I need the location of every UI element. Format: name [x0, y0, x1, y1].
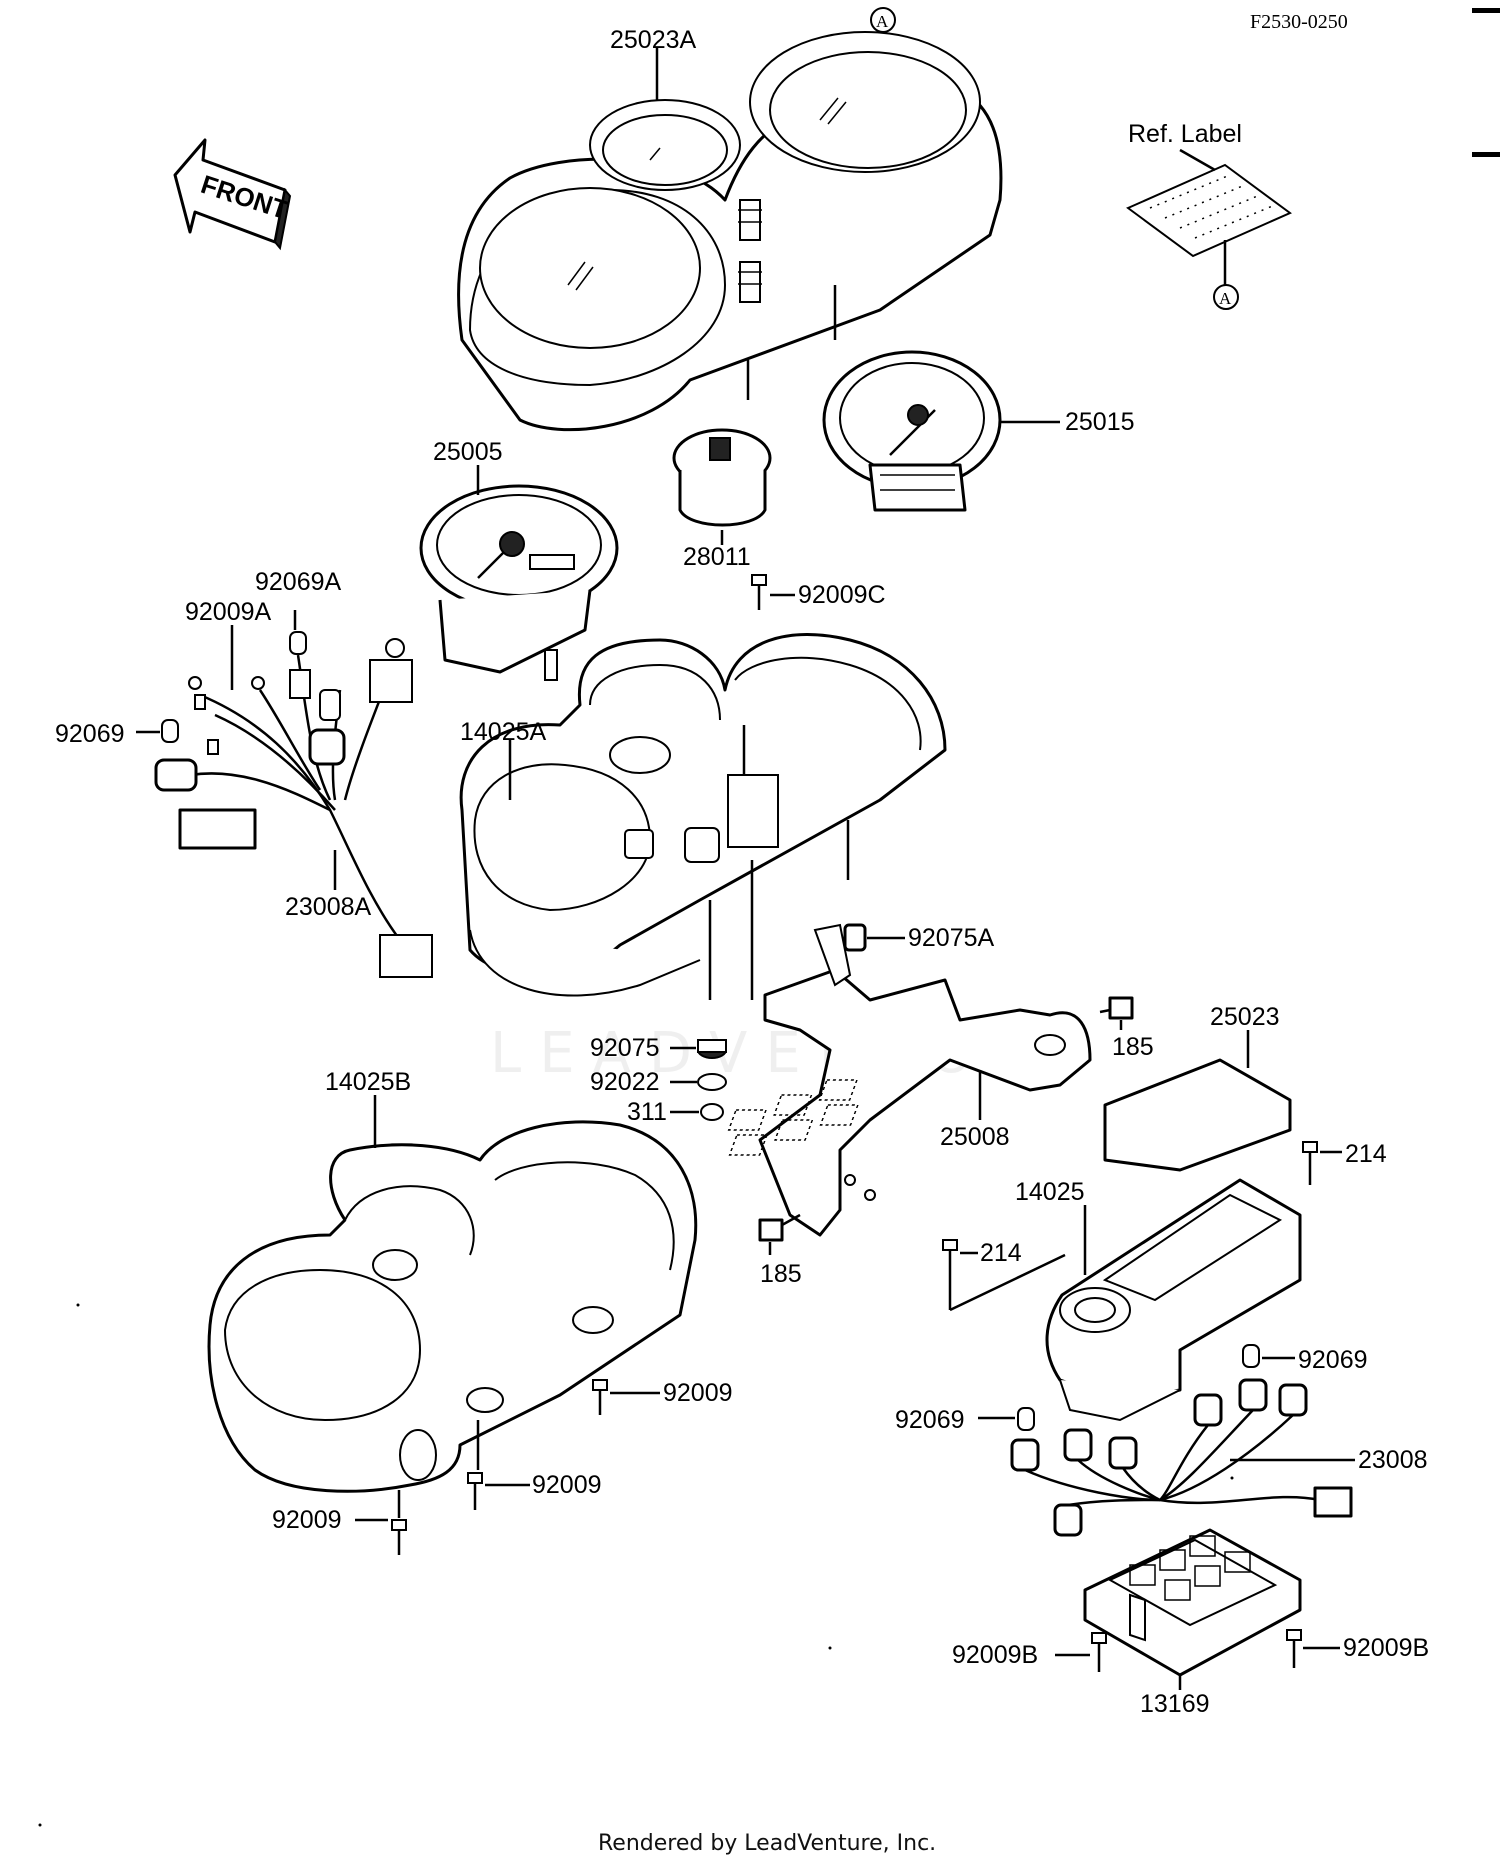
wiring-harness-23008A — [154, 631, 433, 978]
label-25015: 25015 — [1065, 408, 1135, 436]
label-14025B: 14025B — [325, 1068, 411, 1096]
socket-mid — [308, 728, 346, 766]
page-edge-mark-middle — [1472, 152, 1500, 157]
connector-block-left — [178, 808, 257, 850]
label-13169: 13169 — [1140, 1690, 1210, 1718]
washer-92022 — [697, 1073, 727, 1091]
screw-92009-c — [391, 1519, 407, 1555]
bulb-92069-left — [161, 719, 179, 743]
indicator-case-14025 — [1045, 1178, 1302, 1422]
figure-code: F2530-0250 — [1250, 11, 1348, 33]
label-92075: 92075 — [590, 1034, 660, 1062]
page-edge-mark-top — [1472, 8, 1500, 13]
bulb-92069A — [289, 631, 307, 655]
ref-marker-top: A — [870, 7, 896, 33]
label-92009B-left: 92009B — [952, 1641, 1038, 1669]
indicator-harness-23008 — [1010, 1344, 1353, 1537]
label-92009C: 92009C — [798, 581, 886, 609]
grommet-92075 — [697, 1039, 727, 1059]
tachometer-25015 — [822, 350, 1002, 512]
label-25008: 25008 — [940, 1123, 1010, 1151]
indicator-lens-25023 — [727, 1058, 1292, 1172]
ref-label-sheet — [1126, 148, 1292, 285]
bulb-92069-right — [1242, 1344, 1260, 1368]
screw-214-right — [1302, 1141, 1318, 1185]
ref-label-caption: Ref. Label — [1128, 120, 1242, 148]
label-92069-right: 92069 — [1298, 1346, 1368, 1374]
screw-92009B-left — [1091, 1632, 1107, 1672]
label-92069A: 92069A — [255, 568, 342, 596]
label-25023: 25023 — [1210, 1003, 1280, 1031]
speedometer-25005 — [419, 484, 619, 681]
meter-case-14025A — [459, 633, 947, 1000]
ref-marker-bottom: A — [1213, 284, 1239, 310]
screw-92009B-right — [1286, 1629, 1302, 1668]
bolt-185-top — [1099, 996, 1134, 1020]
screw-92009-a — [592, 1379, 608, 1415]
cover-grommet-upper — [738, 199, 762, 241]
socket-left — [154, 758, 198, 792]
label-92009-c: 92009 — [272, 1506, 342, 1534]
label-311: 311 — [627, 1098, 667, 1126]
label-23008: 23008 — [1358, 1446, 1428, 1474]
bulb-92069-mid — [1017, 1407, 1035, 1431]
svg-text:A: A — [1219, 289, 1232, 308]
connector-right-top — [369, 659, 413, 703]
label-14025: 14025 — [1015, 1178, 1085, 1206]
meter-housing-14025B — [207, 1120, 698, 1493]
label-92069-left: 92069 — [55, 720, 125, 748]
label-185-top: 185 — [1112, 1033, 1154, 1061]
label-14025A: 14025A — [460, 718, 547, 746]
label-25005: 25005 — [433, 438, 503, 466]
label-92009-b: 92009 — [532, 1471, 602, 1499]
front-direction-arrow: FRONT — [173, 138, 292, 251]
label-92009B-right: 92009B — [1343, 1634, 1429, 1662]
socket-block-13169 — [1083, 1528, 1302, 1677]
screw-92009C — [751, 574, 767, 610]
label-28011: 28011 — [683, 543, 751, 571]
grommet-92075A — [843, 923, 867, 952]
label-214-left: 214 — [980, 1239, 1022, 1267]
label-214-right: 214 — [1345, 1140, 1387, 1168]
label-92009A: 92009A — [185, 598, 272, 626]
svg-text:A: A — [876, 12, 889, 31]
screw-214-left — [942, 1239, 958, 1290]
label-92075A: 92075A — [908, 924, 995, 952]
bracket-25008 — [758, 923, 1092, 1237]
label-92022: 92022 — [590, 1068, 660, 1096]
cover-grommet-lower — [738, 261, 762, 303]
connector-small-left — [379, 934, 433, 978]
label-25023A: 25023A — [610, 26, 697, 54]
fuel-gauge-28011 — [672, 428, 772, 527]
footer-credit: Rendered by LeadVenture, Inc. — [598, 1831, 936, 1856]
label-92009-a: 92009 — [663, 1379, 733, 1407]
screw-92009-b — [467, 1472, 483, 1510]
case-connector — [727, 774, 779, 848]
label-92069-mid: 92069 — [895, 1406, 965, 1434]
nut-311 — [700, 1103, 724, 1121]
meter-cover-25023A — [457, 31, 1003, 432]
bolt-185-bottom — [758, 1213, 801, 1242]
label-23008A: 23008A — [285, 893, 372, 921]
label-185-bottom: 185 — [760, 1260, 802, 1288]
